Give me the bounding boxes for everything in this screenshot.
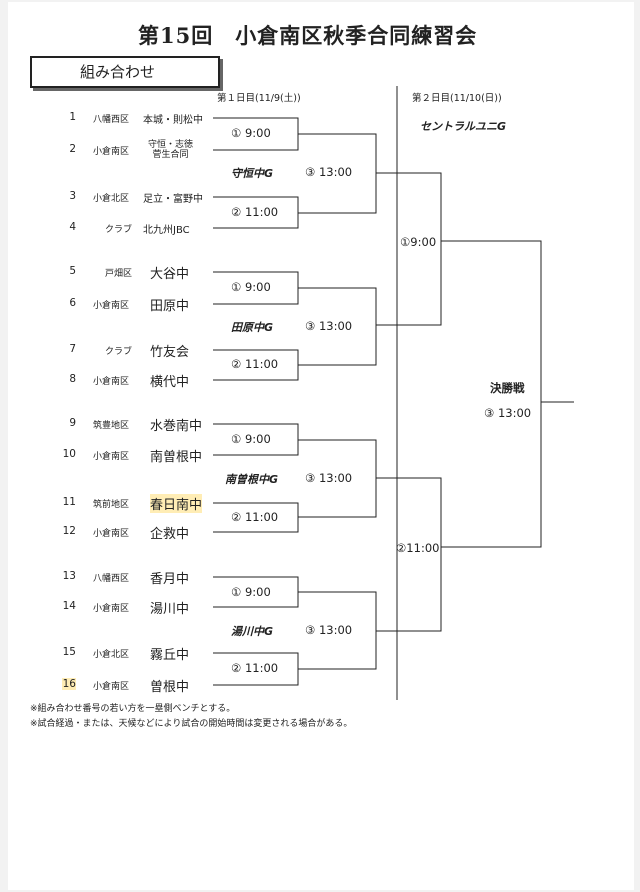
- semi1-time: ①9:00: [400, 235, 437, 249]
- team-number: 7: [69, 343, 76, 355]
- team-name: 守恒・志徳 菅生合同: [148, 140, 194, 160]
- group1-match1: ① 9:00: [231, 126, 271, 140]
- group2-match3: ③ 13:00: [305, 319, 353, 333]
- team-district: 小倉南区: [93, 682, 130, 692]
- team-name: 水巻南中: [150, 419, 203, 434]
- team-district: 小倉北区: [93, 194, 130, 204]
- team-name: 大谷中: [150, 267, 190, 282]
- team-district: 八幡西区: [93, 574, 130, 584]
- group3-match1: ① 9:00: [231, 432, 271, 446]
- team-number: 16: [62, 678, 76, 690]
- team-district: 小倉南区: [93, 377, 130, 387]
- final-label: 決勝戦: [490, 381, 525, 395]
- group4-match3: ③ 13:00: [305, 623, 353, 637]
- note-2: ※試合経過・または、天候などにより試合の開始時間は変更される場合がある。: [30, 719, 353, 729]
- team-district: 小倉南区: [93, 604, 130, 614]
- team-name: 足立・富野中: [143, 194, 203, 205]
- team-number: 4: [69, 221, 76, 233]
- team-district: 筑豊地区: [93, 421, 130, 431]
- team-district: クラブ: [105, 225, 133, 235]
- team-name: 南曽根中: [150, 450, 203, 465]
- note-1: ※組み合わせ番号の若い方を一塁側ベンチとする。: [30, 704, 236, 714]
- team-number: 11: [62, 496, 76, 508]
- team-district: クラブ: [105, 347, 133, 357]
- team-number: 8: [69, 373, 76, 385]
- page-title: 第15回 小倉南区秋季合同練習会: [138, 23, 478, 48]
- team-district: 小倉南区: [93, 301, 130, 311]
- day1-heading: 第１日目(11/9(土)): [217, 93, 301, 104]
- team-number: 10: [62, 448, 76, 460]
- team-number: 12: [62, 525, 76, 537]
- team-name: 企救中: [150, 527, 190, 542]
- bracket-label: 組み合わせ: [80, 63, 156, 81]
- team-district: 小倉南区: [93, 529, 130, 539]
- team-name: 曽根中: [150, 680, 190, 695]
- team-name: 竹友会: [150, 345, 190, 360]
- team-district: 小倉南区: [93, 452, 130, 462]
- team-district: 戸畑区: [105, 269, 133, 279]
- group4-match1: ① 9:00: [231, 585, 271, 599]
- team-district: 小倉南区: [93, 147, 130, 157]
- team-number: 5: [69, 265, 76, 277]
- day2-heading: 第２日目(11/10(日)): [412, 93, 502, 104]
- group2-venue: 田原中G: [231, 321, 274, 334]
- team-number: 6: [69, 297, 76, 309]
- team-name: 田原中: [150, 299, 190, 314]
- team-number: 13: [62, 570, 76, 582]
- final-time: ③ 13:00: [484, 406, 532, 420]
- team-name: 本城・則松中: [143, 115, 203, 126]
- group3-match2: ② 11:00: [231, 510, 279, 524]
- day2-venue: セントラルユニG: [420, 120, 507, 133]
- team-number: 9: [69, 417, 76, 429]
- team-name: 湯川中: [150, 602, 190, 617]
- team-name: 霧丘中: [150, 648, 190, 663]
- group2-match1: ① 9:00: [231, 280, 271, 294]
- team-district: 小倉北区: [93, 650, 130, 660]
- group2-match2: ② 11:00: [231, 357, 279, 371]
- group4-match2: ② 11:00: [231, 661, 279, 675]
- team-name: 横代中: [150, 375, 190, 390]
- team-district: 筑前地区: [93, 500, 130, 510]
- semi2-time: ②11:00: [396, 541, 440, 555]
- team-name: 香月中: [150, 572, 190, 587]
- team-name: 春日南中: [150, 494, 203, 513]
- group1-venue: 守恒中G: [231, 167, 274, 180]
- group1-match2: ② 11:00: [231, 205, 279, 219]
- team-number: 15: [62, 646, 76, 658]
- group3-venue: 南曽根中G: [225, 473, 279, 486]
- team-district: 八幡西区: [93, 115, 130, 125]
- team-number: 3: [69, 190, 76, 202]
- group3-match3: ③ 13:00: [305, 471, 353, 485]
- team-number: 14: [62, 600, 76, 612]
- team-name: 北九州JBC: [143, 225, 190, 236]
- group4-venue: 湯川中G: [231, 625, 274, 638]
- team-number: 2: [69, 143, 76, 155]
- document-page: [8, 2, 634, 890]
- bracket-label-box: [30, 56, 220, 88]
- team-number: 1: [69, 111, 76, 123]
- group1-match3: ③ 13:00: [305, 165, 353, 179]
